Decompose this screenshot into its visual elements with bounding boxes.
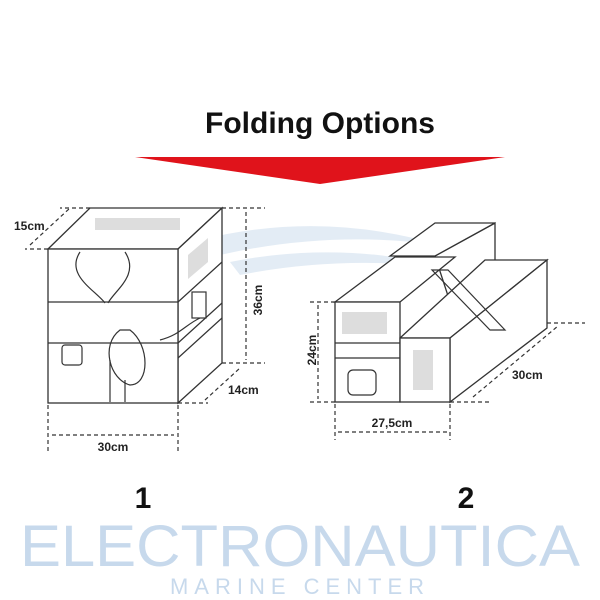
folded-box-option-1 [25,206,265,452]
watermark: ELECTRONAUTICA MARINE CENTER [20,514,580,599]
dimension-label-30cm: 30cm [98,440,129,454]
watermark-text: ELECTRONAUTICA [20,514,580,579]
dimension-label-27-5cm: 27,5cm [372,416,413,430]
dimension-label-14cm: 14cm [228,383,259,397]
red-down-arrow-icon [135,157,505,184]
option-number-1: 1 [135,482,152,515]
dimension-label-15cm: 15cm [14,219,45,233]
dimension-label-24cm: 24cm [305,335,319,366]
option-number-2: 2 [458,482,475,515]
dimension-label-36cm: 36cm [251,285,265,316]
watermark-subtext: MARINE CENTER [170,574,430,599]
dimension-label-30cm-length: 30cm [512,368,543,382]
folded-box-option-2 [310,221,585,440]
title: Folding Options [205,107,435,140]
